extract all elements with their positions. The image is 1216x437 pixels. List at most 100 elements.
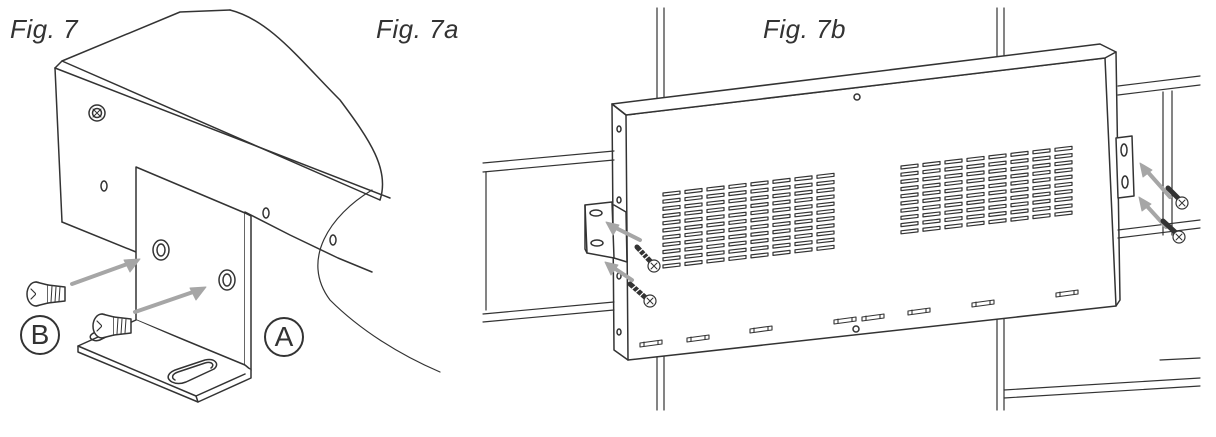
bottom-slots: [639, 289, 1079, 348]
vent-slot: [728, 190, 747, 197]
wall-mounted-device: [611, 43, 1121, 361]
vent-slot: [988, 167, 1007, 174]
vent-slot: [728, 204, 747, 211]
vent-slot: [1054, 160, 1073, 167]
vent-slot: [944, 201, 963, 208]
vent-slot: [1010, 208, 1029, 215]
bottom-slot: [639, 339, 663, 348]
vent-slot: [794, 175, 813, 182]
vent-slot: [772, 206, 791, 213]
vent-slot: [922, 168, 941, 175]
vent-slot: [1010, 179, 1029, 186]
vent-slot: [900, 192, 919, 199]
vent-slot: [1010, 150, 1029, 157]
vent-slot: [662, 204, 681, 211]
vent-slot: [1032, 155, 1051, 162]
figure-label-7a: Fig. 7a: [376, 14, 459, 44]
bottom-slot-tab: [1059, 290, 1075, 297]
vent-slot: [684, 252, 703, 259]
vent-slot: [988, 218, 1007, 225]
bottom-slot-tab: [865, 314, 881, 321]
bottom-slot: [971, 299, 995, 308]
vent-slot: [772, 220, 791, 228]
vent-slot: [1054, 210, 1073, 217]
vent-slot: [1010, 186, 1029, 193]
vent-slot: [706, 221, 725, 228]
vent-slot: [772, 199, 791, 206]
vent-slot: [706, 235, 725, 242]
bottom-slot-tab: [975, 300, 991, 307]
vent-slot: [750, 252, 769, 259]
callout-b: B: [20, 315, 60, 355]
bottom-slot: [1055, 289, 1079, 298]
vent-slot: [966, 163, 985, 170]
vent-slot: [922, 182, 941, 189]
vent-slot: [1054, 203, 1073, 210]
vent-slot: [966, 220, 985, 227]
vent-slot: [988, 196, 1007, 203]
vent-slot: [988, 174, 1007, 182]
vent-slot: [944, 208, 963, 215]
screws-fig7b: [627, 185, 1189, 308]
vent-slot: [944, 158, 963, 165]
vent-slot: [662, 212, 681, 219]
vent-slot: [662, 190, 681, 197]
vent-slot: [900, 170, 919, 177]
vent-slot: [922, 175, 941, 182]
vent-slot: [706, 185, 725, 192]
vent-slot: [662, 262, 681, 269]
vent-slot: [662, 226, 681, 233]
vent-slot: [662, 255, 681, 262]
vent-slot: [900, 177, 919, 184]
device-corner-closeup: [54, 9, 441, 373]
figure-label-7: Fig. 7: [10, 14, 79, 44]
vent-slot: [794, 218, 813, 225]
vent-slot: [1032, 169, 1051, 177]
vent-slot: [750, 245, 769, 252]
vent-slot: [794, 211, 813, 218]
vent-slot: [794, 240, 813, 247]
vent-slot: [816, 230, 835, 237]
vent-slot: [728, 197, 747, 204]
vent-slot: [1054, 152, 1073, 160]
vent-slot: [706, 206, 725, 214]
vent-slot: [816, 215, 835, 223]
vent-slot: [922, 160, 941, 168]
vent-slot: [900, 213, 919, 220]
vent-slot: [794, 225, 813, 232]
vent-slot: [944, 223, 963, 230]
vent-slot: [706, 199, 725, 206]
vent-slot: [1010, 172, 1029, 179]
vent-slot: [1032, 162, 1051, 169]
vent-slot: [1032, 191, 1051, 198]
vent-slot: [706, 192, 725, 199]
vent-slot: [966, 170, 985, 177]
vent-slot: [772, 213, 791, 220]
vent-slot: [922, 225, 941, 232]
vent-slot: [816, 172, 835, 179]
insertion-arrows-left: [70, 258, 207, 314]
vent-slot: [728, 182, 747, 190]
vent-slot: [728, 254, 747, 262]
vent-slot: [944, 165, 963, 172]
vent-slot: [1054, 188, 1073, 196]
vent-slot: [750, 216, 769, 223]
vent-slot: [1010, 201, 1029, 208]
vent-slot: [794, 189, 813, 196]
vent-slot: [966, 155, 985, 163]
mounting-bracket: [77, 166, 252, 403]
vent-slot: [684, 187, 703, 195]
vent-slot: [944, 194, 963, 201]
vent-slot: [1032, 198, 1051, 205]
vent-slot: [816, 201, 835, 208]
vent-slot: [772, 249, 791, 256]
vent-slot: [900, 185, 919, 192]
vent-slot: [684, 195, 703, 202]
bottom-slot: [861, 313, 885, 322]
screw-a: [92, 313, 132, 339]
face-screw: [88, 104, 106, 122]
vent-slot: [750, 187, 769, 194]
vent-slot: [772, 235, 791, 242]
